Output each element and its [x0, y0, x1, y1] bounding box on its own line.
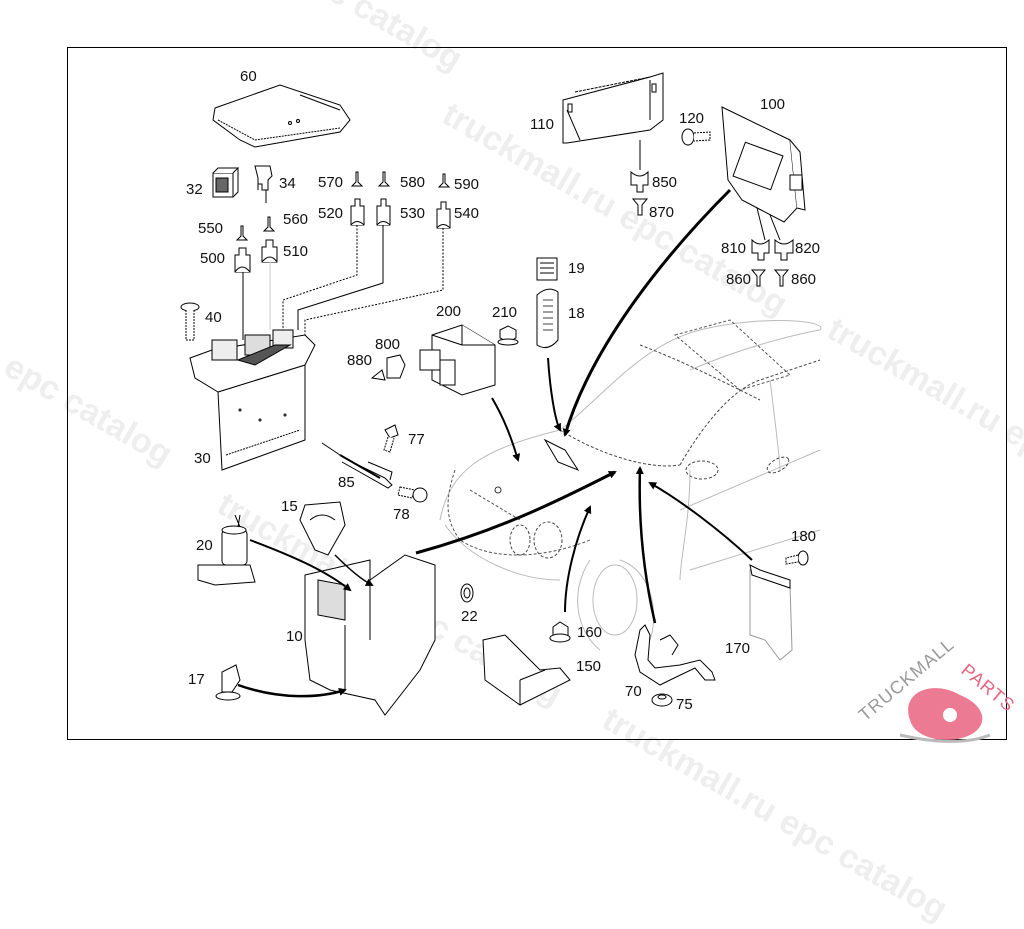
- part-34-fuse[interactable]: [255, 166, 272, 203]
- part-label-850[interactable]: 850: [652, 175, 677, 190]
- part-label-17[interactable]: 17: [188, 672, 205, 687]
- arrow-10-to-car: [416, 472, 615, 553]
- part-label-590[interactable]: 590: [454, 177, 479, 192]
- terminal-860b: [775, 270, 788, 286]
- terminal-580: [379, 172, 389, 186]
- part-22-grommet[interactable]: [461, 584, 473, 602]
- part-800-connector[interactable]: [387, 355, 405, 378]
- part-label-34[interactable]: 34: [279, 176, 296, 191]
- part-label-20[interactable]: 20: [196, 538, 213, 553]
- part-label-160[interactable]: 160: [577, 625, 602, 640]
- terminal-560: [264, 217, 274, 231]
- arrow-70-to-car: [640, 468, 655, 623]
- part-120-bolt[interactable]: [682, 129, 710, 145]
- part-label-10[interactable]: 10: [286, 629, 303, 644]
- part-label-180[interactable]: 180: [791, 529, 816, 544]
- part-label-22[interactable]: 22: [461, 609, 478, 624]
- part-160-nut[interactable]: [550, 622, 570, 642]
- part-100-control-unit[interactable]: [722, 107, 805, 222]
- terminal-870: [633, 199, 647, 215]
- part-label-860[interactable]: 860: [791, 272, 816, 287]
- part-label-810[interactable]: 810: [721, 241, 746, 256]
- part-200-module[interactable]: [420, 325, 495, 395]
- part-label-530[interactable]: 530: [400, 206, 425, 221]
- part-label-70[interactable]: 70: [625, 684, 642, 699]
- part-label-550[interactable]: 550: [198, 221, 223, 236]
- part-label-120[interactable]: 120: [679, 111, 704, 126]
- part-70-bracket[interactable]: [635, 625, 715, 685]
- part-170-control-unit[interactable]: [750, 565, 792, 660]
- part-19-clip[interactable]: [537, 258, 557, 280]
- part-label-32[interactable]: 32: [186, 182, 203, 197]
- part-77-screw[interactable]: [384, 425, 398, 452]
- part-label-85[interactable]: 85: [338, 475, 355, 490]
- part-label-520[interactable]: 520: [318, 206, 343, 221]
- part-10-housing[interactable]: [305, 555, 435, 715]
- part-label-560[interactable]: 560: [283, 212, 308, 227]
- housing-850: [631, 172, 648, 192]
- terminal-860a: [752, 270, 765, 286]
- part-150-cover[interactable]: [483, 635, 570, 705]
- part-label-100[interactable]: 100: [760, 97, 785, 112]
- part-label-500[interactable]: 500: [200, 251, 225, 266]
- parts-diagram: truckmall.ru epc catalog truckmall.ru ep…: [0, 0, 1024, 750]
- part-label-570[interactable]: 570: [318, 175, 343, 190]
- part-210-nut[interactable]: [498, 326, 518, 345]
- part-label-19[interactable]: 19: [568, 261, 585, 276]
- arrow-100-to-car: [565, 190, 730, 435]
- part-label-15[interactable]: 15: [281, 499, 298, 514]
- part-85-bracket[interactable]: [322, 443, 392, 488]
- part-18-holder[interactable]: [537, 289, 558, 347]
- terminal-550: [237, 226, 247, 240]
- part-15-sensor[interactable]: [300, 502, 345, 555]
- part-label-77[interactable]: 77: [408, 432, 425, 447]
- part-label-200[interactable]: 200: [436, 304, 461, 319]
- part-label-18[interactable]: 18: [568, 306, 585, 321]
- part-label-60[interactable]: 60: [240, 69, 257, 84]
- housing-810: [752, 240, 769, 260]
- arrow-18-to-car: [548, 358, 560, 430]
- part-label-150[interactable]: 150: [576, 659, 601, 674]
- part-label-580[interactable]: 580: [400, 175, 425, 190]
- arrow-170-to-car: [650, 483, 752, 560]
- part-30-fuse-box[interactable]: [190, 330, 315, 470]
- part-label-860[interactable]: 860: [726, 272, 751, 287]
- part-label-170[interactable]: 170: [725, 641, 750, 656]
- part-label-820[interactable]: 820: [795, 241, 820, 256]
- part-17-nozzle[interactable]: [216, 665, 240, 700]
- part-label-75[interactable]: 75: [676, 697, 693, 712]
- part-label-210[interactable]: 210: [492, 305, 517, 320]
- part-75-plug[interactable]: [652, 694, 672, 706]
- part-label-30[interactable]: 30: [194, 451, 211, 466]
- part-32-relay[interactable]: [213, 168, 238, 197]
- part-78-screw[interactable]: [398, 487, 427, 502]
- part-40-screw[interactable]: [181, 303, 199, 340]
- part-label-870[interactable]: 870: [649, 205, 674, 220]
- part-label-800[interactable]: 800: [375, 337, 400, 352]
- part-110-control-unit[interactable]: [563, 73, 663, 143]
- part-180-screw[interactable]: [786, 551, 808, 565]
- terminal-590: [439, 174, 449, 187]
- part-label-510[interactable]: 510: [283, 244, 308, 259]
- terminal-570: [352, 172, 362, 186]
- part-label-880[interactable]: 880: [347, 353, 372, 368]
- part-label-540[interactable]: 540: [454, 206, 479, 221]
- part-label-78[interactable]: 78: [393, 507, 410, 522]
- diagram-drawing: TRUCKMALL PARTS: [0, 0, 1024, 750]
- part-label-40[interactable]: 40: [205, 310, 222, 325]
- part-60-cover[interactable]: [213, 85, 350, 147]
- part-18-installed: [545, 440, 578, 470]
- housing-820: [775, 240, 793, 260]
- part-label-110[interactable]: 110: [530, 117, 554, 132]
- truckmall-parts-logo: TRUCKMALL PARTS: [855, 634, 1019, 742]
- part-880-terminal[interactable]: [372, 370, 385, 380]
